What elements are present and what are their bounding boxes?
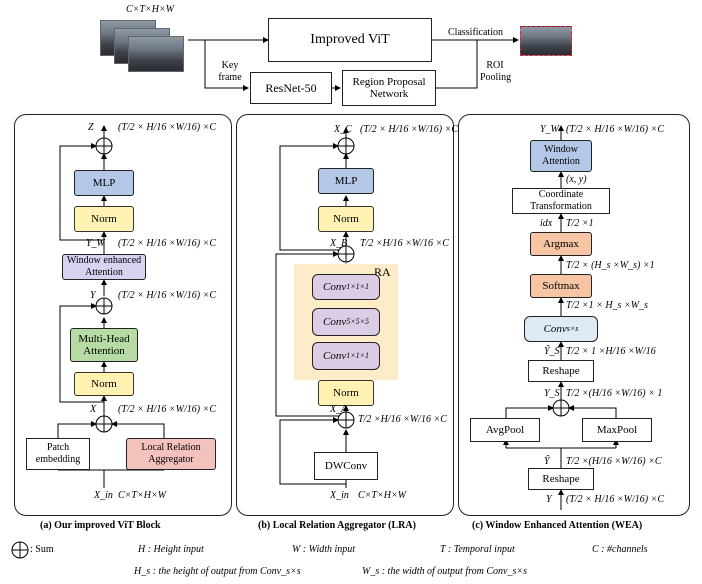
yhat-s-label: Ŷ_S	[544, 346, 560, 357]
caption-panel-b: (b) Local Relation Aggregator (LRA)	[258, 520, 416, 531]
legend-ws: W_s : the width of output from Conv_s×s	[362, 566, 527, 577]
xa-label: X_A	[330, 404, 348, 415]
xc-shape-label: (T/2 × H/16 ×W/16) ×C	[360, 124, 459, 135]
argmax-shape-label: T/2 × (H_s ×W_s) ×1	[566, 260, 655, 271]
xin-label: X_in	[330, 490, 349, 501]
yw-shape-label: (T/2 × H/16 ×W/16) ×C	[118, 238, 217, 249]
ys-label: Y_S	[544, 388, 560, 399]
xb-shape-label: T/2 ×H/16 ×W/16 ×C	[360, 238, 449, 249]
y-label: Y	[546, 494, 552, 505]
yhat-label: Ŷ	[544, 456, 550, 467]
idx-label: idx	[540, 218, 553, 229]
avgpool-box: AvgPool	[470, 418, 540, 442]
y-label: Y	[90, 290, 96, 301]
maxpool-box: MaxPool	[582, 418, 652, 442]
ys-shape-label: T/2 ×(H/16 ×W/16) × 1	[566, 388, 663, 399]
yhat-s-shape-label: T/2 × 1 ×H/16 ×W/16	[566, 346, 656, 357]
legend-hs: H_s : the height of output from Conv_s×s	[134, 566, 301, 577]
yhat-shape-label: T/2 ×(H/16 ×W/16) ×C	[566, 456, 662, 467]
panel-wea	[458, 114, 690, 516]
legend-temporal: T : Temporal input	[440, 544, 515, 555]
panel-lra	[236, 114, 454, 516]
resnet-box: ResNet-50	[250, 72, 332, 104]
yw-label: Y_W	[540, 124, 559, 135]
norm-box-lower: Norm	[74, 372, 134, 396]
xin-label: X_in	[94, 490, 113, 501]
mlp-box: MLP	[74, 170, 134, 196]
key-frame-label: Key frame	[218, 60, 242, 83]
classification-label: Classification	[448, 27, 503, 38]
mlp-box: MLP	[318, 168, 374, 194]
window-attention-box: Window Attention	[530, 140, 592, 172]
window-enhanced-attention-box: Window enhanced Attention	[62, 254, 146, 280]
xin-shape-label: C×T×H×W	[118, 490, 167, 501]
xc-label: X_C	[334, 124, 352, 135]
reshape-box-upper: Reshape	[528, 360, 594, 382]
xin-shape-label: C×T×H×W	[358, 490, 407, 501]
video-frame-thumbnail	[128, 36, 184, 72]
argmax-box: Argmax	[530, 232, 592, 256]
softmax-box: Softmax	[530, 274, 592, 298]
norm-box-upper: Norm	[318, 206, 374, 232]
xy-label: (x, y)	[566, 174, 587, 185]
norm-box-upper: Norm	[74, 206, 134, 232]
local-relation-aggregator-box: Local Relation Aggregator	[126, 438, 216, 470]
legend-sum: : Sum	[30, 544, 54, 555]
dwconv-box: DWConv	[314, 452, 378, 480]
legend-channels: C : #channels	[592, 544, 648, 555]
idx-shape-label: T/2 ×1	[566, 218, 594, 229]
y-shape-label: (T/2 × H/16 ×W/16) ×C	[566, 494, 665, 505]
x-shape-label: (T/2 × H/16 ×W/16) ×C	[118, 404, 217, 415]
caption-panel-a: (a) Our improved ViT Block	[40, 520, 161, 531]
panel-vit-block	[14, 114, 232, 516]
norm-box-lower: Norm	[318, 380, 374, 406]
roi-pooling-label: ROI Pooling	[480, 60, 512, 83]
z-label: Z	[88, 122, 94, 133]
x-label: X	[90, 404, 97, 415]
xa-shape-label: T/2 ×H/16 ×W/16 ×C	[358, 414, 447, 425]
legend-width: W : Width input	[292, 544, 356, 555]
y-shape-label: (T/2 × H/16 ×W/16) ×C	[118, 290, 217, 301]
z-shape-label: (T/2 × H/16 ×W/16) ×C	[118, 122, 217, 133]
coordinate-transformation-box: Coordinate Transformation	[512, 188, 610, 214]
improved-vit-box: Improved ViT	[268, 18, 432, 62]
xb-label: X_B	[330, 238, 348, 249]
legend-height: H : Height input	[138, 544, 204, 555]
input-shape-label: C×T×H×W	[126, 4, 175, 15]
multi-head-attention-box: Multi-Head Attention	[70, 328, 138, 362]
caption-panel-c: (c) Window Enhanced Attention (WEA)	[472, 520, 643, 531]
patch-embedding-box: Patch embedding	[26, 438, 90, 470]
output-frame-thumbnail	[520, 26, 572, 56]
reshape-box-lower: Reshape	[528, 468, 594, 490]
rpn-box: Region Proposal Network	[342, 70, 436, 106]
yw-label: Y_W	[86, 238, 105, 249]
yw-shape-label: (T/2 × H/16 ×W/16) ×C	[566, 124, 665, 135]
softmax-shape-label: T/2 ×1 × H_s ×W_s	[566, 300, 648, 311]
